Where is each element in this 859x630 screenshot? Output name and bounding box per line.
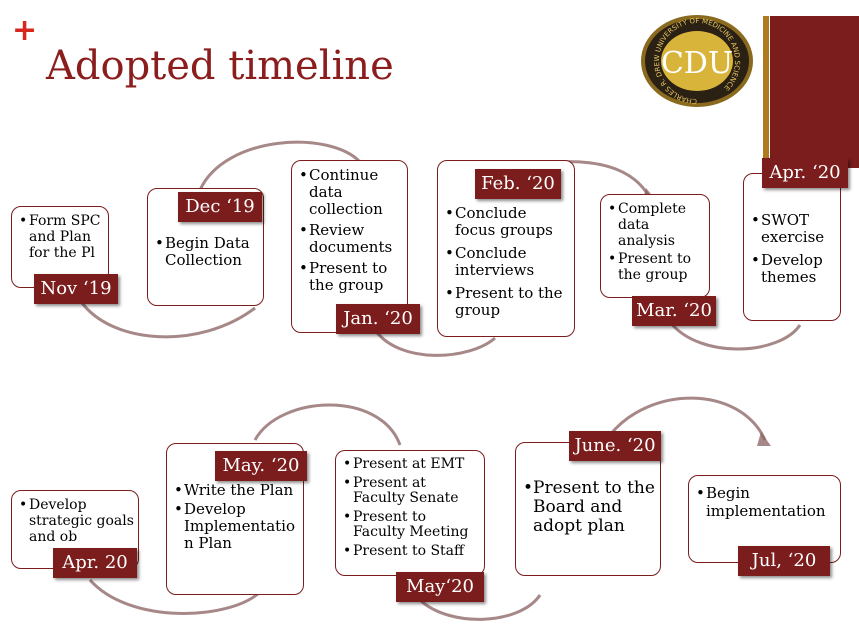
list-item: Present to the group (299, 260, 403, 294)
date-label-apr20-goals: Apr. 20 (53, 548, 137, 578)
svg-text:CDU: CDU (661, 46, 733, 81)
timeline-card-jun20: Present to the Board and adopt plan (515, 442, 661, 576)
university-seal-logo: CDU CHARLES R. DREW UNIVERSITY OF MEDICI… (641, 15, 753, 107)
list-item: Develop Implementatio n Plan (174, 501, 299, 552)
list-item: Write the Plan (174, 482, 299, 500)
date-label-dec19: Dec ‘19 (178, 192, 262, 222)
gold-accent-bar (763, 16, 769, 168)
date-label-jul20: Jul, ‘20 (738, 546, 830, 576)
list-item: Conclude focus groups (445, 205, 570, 239)
date-label-feb20: Feb. ‘20 (475, 169, 561, 199)
list-item: Present at Faculty Senate (343, 476, 480, 506)
date-label-mar20: Mar. ‘20 (632, 296, 716, 326)
date-label-jun20: June. ‘20 (569, 431, 661, 461)
list-item: Conclude interviews (445, 245, 570, 279)
page-title: Adopted timeline (46, 43, 394, 89)
list-item: Present to the Board and adopt plan (523, 479, 656, 536)
list-item: Continue data collection (299, 167, 403, 218)
date-label-nov19: Nov ‘19 (34, 274, 118, 304)
list-item: Develop strategic goals and ob (19, 497, 134, 545)
timeline-card-may20-write: Write the Plan Develop Implementatio n P… (166, 443, 304, 595)
list-item: Present to the group (445, 285, 570, 319)
date-label-may20-write: May. ‘20 (215, 451, 307, 481)
list-item: Form SPC and Plan for the Pl (19, 213, 104, 261)
list-item: Begin Data Collection (155, 235, 259, 269)
list-item: Present to the group (608, 251, 705, 283)
list-item: Present to Faculty Meeting (343, 510, 480, 540)
list-item: Develop themes (751, 252, 836, 286)
maroon-accent-block (770, 16, 859, 168)
list-item: Review documents (299, 222, 403, 256)
list-item: SWOT exercise (751, 212, 836, 246)
timeline-card-apr20: SWOT exercise Develop themes (743, 173, 841, 321)
date-label-apr20: Apr. ‘20 (762, 158, 848, 188)
list-item: Present to Staff (343, 544, 480, 560)
plus-mark: + (12, 13, 38, 48)
timeline-card-may20-present: Present at EMT Present at Faculty Senate… (335, 450, 485, 576)
timeline-card-mar20: Complete data analysis Present to the gr… (600, 194, 710, 298)
date-label-may20-present: May‘20 (396, 572, 484, 602)
list-item: Present at EMT (343, 457, 480, 473)
list-item: Begin implementation (696, 484, 836, 520)
date-label-jan20: Jan. ‘20 (336, 304, 420, 334)
list-item: Complete data analysis (608, 201, 705, 249)
